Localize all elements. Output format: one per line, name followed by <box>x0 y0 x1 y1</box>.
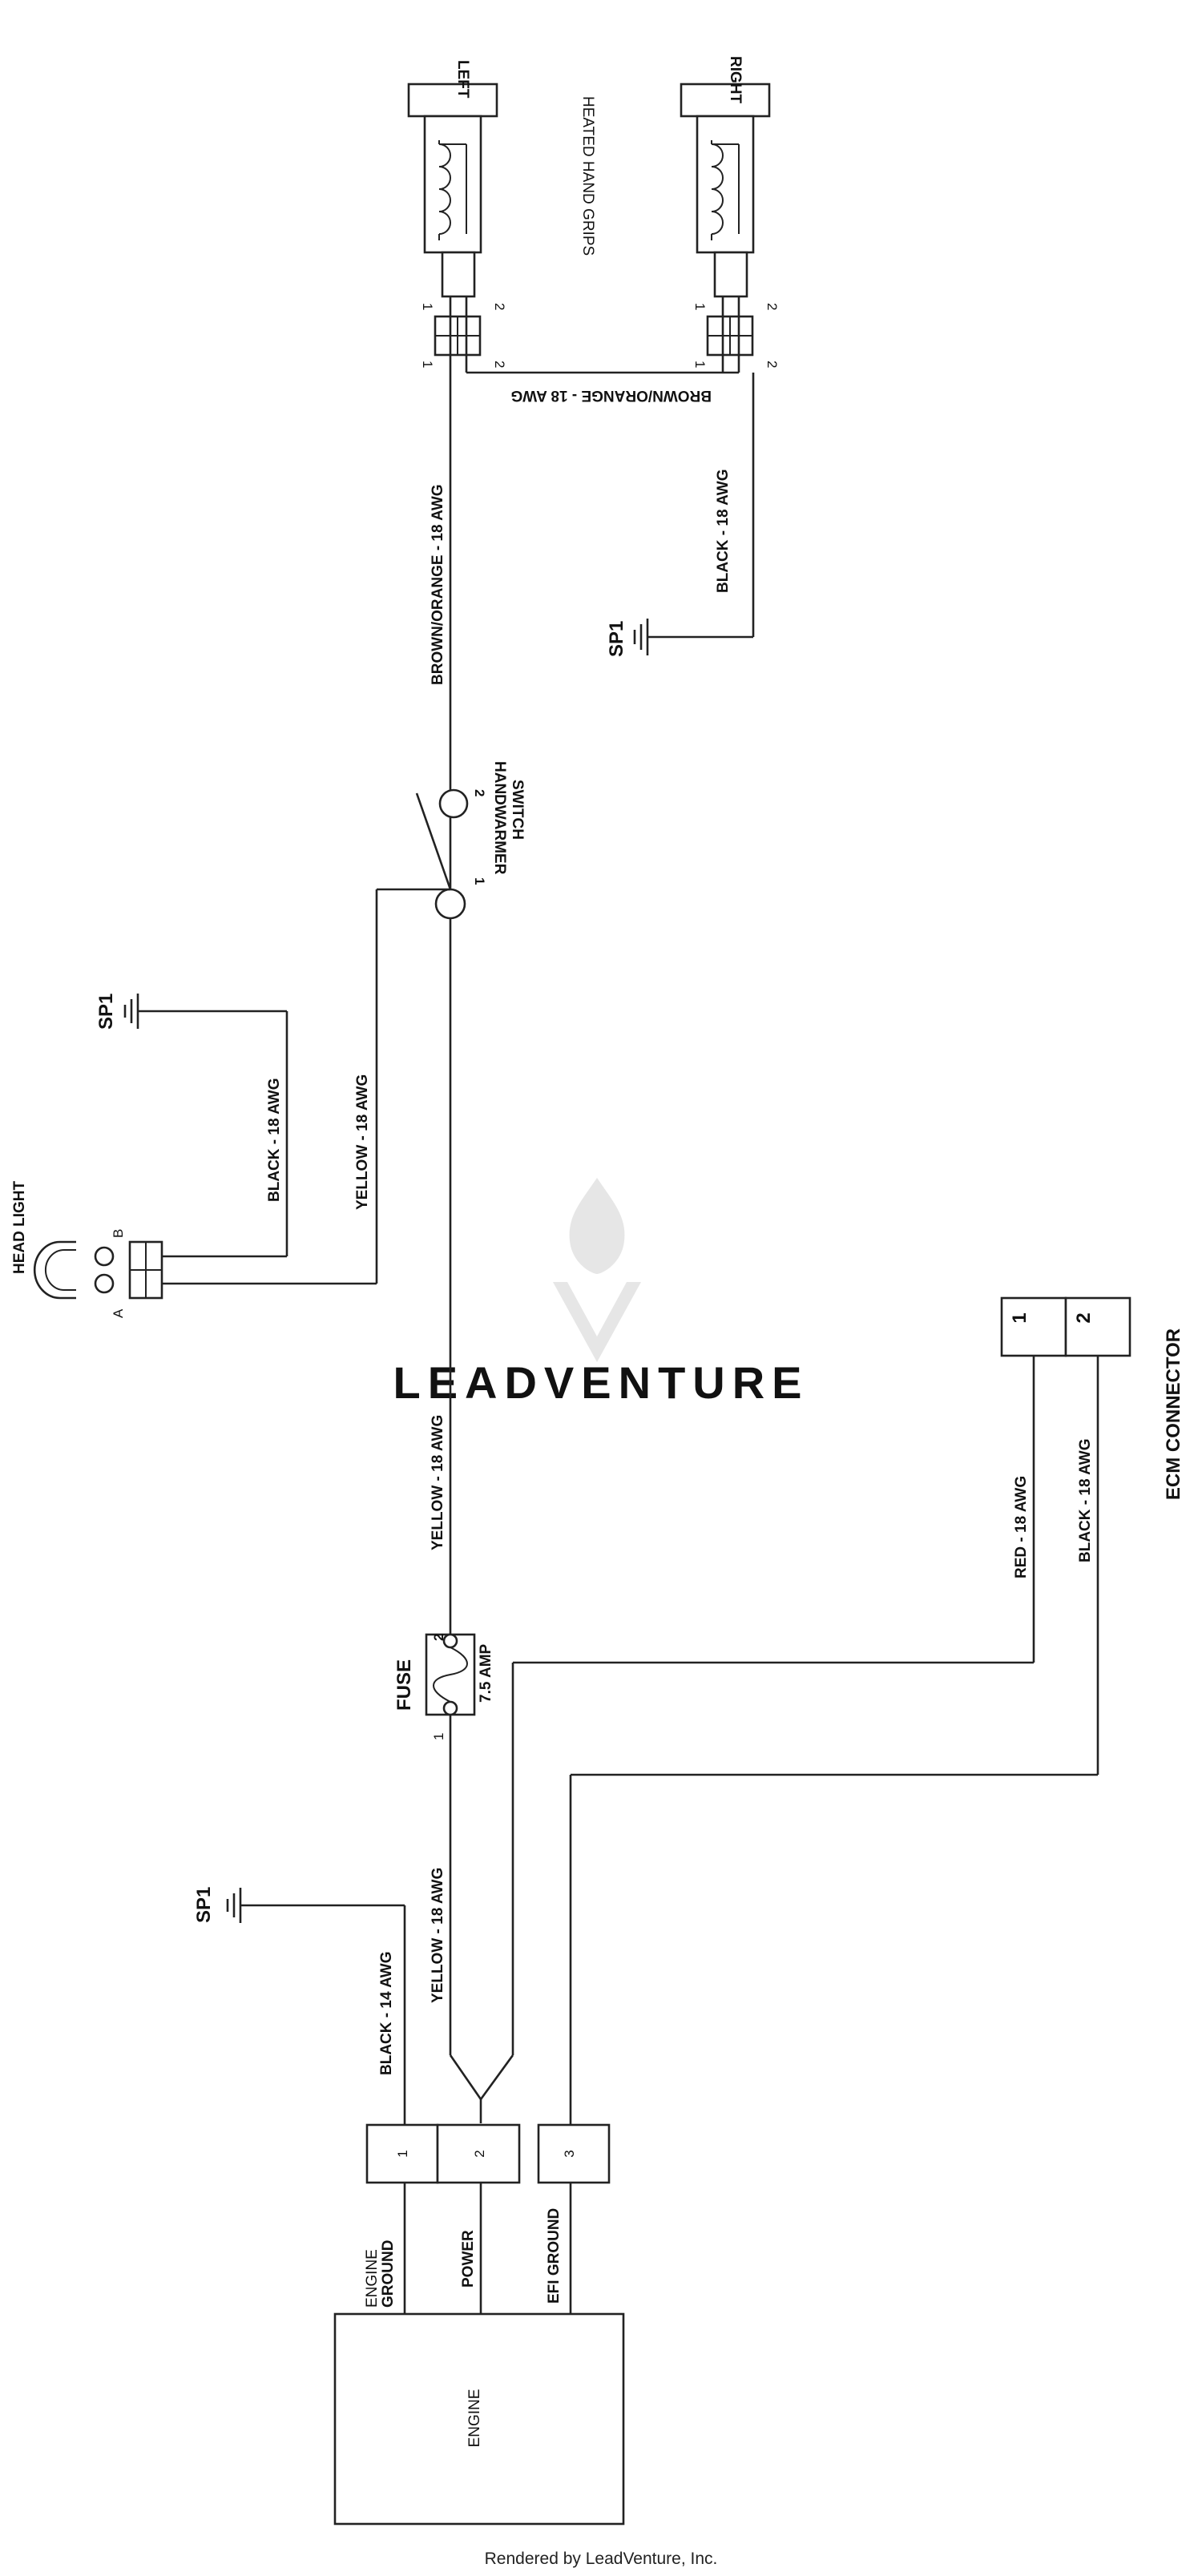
engine-conn-pin-3: 3 <box>562 2150 577 2157</box>
right-grip-label: RIGHT <box>727 56 744 104</box>
engine-label: ENGINE <box>466 2389 483 2448</box>
ecm-red-wire-label: RED - 18 AWG <box>1013 1476 1030 1578</box>
fuse-rating: 7.5 AMP <box>478 1643 494 1703</box>
grip-ground-wire-label: BLACK - 18 AWG <box>715 470 732 593</box>
head-light-black-wire-label: BLACK - 18 AWG <box>266 1078 283 1202</box>
grip-ground-label: SP1 <box>606 621 627 657</box>
engine-efi-ground-label: EFI GROUND <box>546 2208 563 2304</box>
fuse-pin-1: 1 <box>431 1733 446 1740</box>
fuse-label: FUSE <box>393 1659 415 1711</box>
ground-symbol-headlight <box>123 994 139 1029</box>
engine-side-wiring <box>240 1904 514 2155</box>
engine-yellow-wire-label: YELLOW - 18 AWG <box>430 1868 446 2003</box>
switch-pin-2: 2 <box>472 789 487 796</box>
left-grip-label: LEFT <box>454 60 471 99</box>
left-grip-pin-2-bottom: 2 <box>492 361 507 368</box>
engine-ground-label-line1: ENGINE <box>364 2249 381 2308</box>
switch-label-line2: SWITCH <box>509 780 526 840</box>
engine-block <box>333 2312 625 2526</box>
right-grip-pin-1-bottom: 1 <box>692 361 708 368</box>
engine-ground-sp1-label: SP1 <box>193 1887 215 1923</box>
watermark: LEADVENTURE <box>393 1178 809 1408</box>
head-light-label: HEAD LIGHT <box>11 1181 28 1275</box>
yellow-mid-wire-label: YELLOW - 18 AWG <box>430 1415 446 1550</box>
switch-pin-1: 1 <box>472 877 487 885</box>
fuse-pin-2: 2 <box>431 1634 446 1641</box>
ecm-pin-2: 2 <box>1073 1312 1095 1323</box>
head-light <box>33 888 450 1300</box>
main-brown-wire-label: BROWN/ORANGE - 18 AWG <box>430 484 446 685</box>
headlight-ground-label: SP1 <box>95 994 117 1030</box>
engine-black-wire-label: BLACK - 14 AWG <box>378 1952 395 2075</box>
ecm-pin-1: 1 <box>1009 1312 1031 1323</box>
engine-ground-label-line2: GROUND <box>380 2240 397 2308</box>
ecm-connector <box>511 1296 1131 2155</box>
ecm-connector-title: ECM CONNECTOR <box>1163 1328 1184 1500</box>
head-light-pin-a: A <box>111 1308 126 1318</box>
right-grip-pin-1-top: 1 <box>692 303 708 310</box>
engine-power-label: POWER <box>460 2230 477 2288</box>
right-grip-pin-2-top: 2 <box>764 303 780 310</box>
right-grip-pin-2-bottom: 2 <box>764 361 780 368</box>
handwarmer-switch <box>415 788 469 1635</box>
watermark-text: LEADVENTURE <box>393 1357 809 1408</box>
right-hand-grip <box>680 83 771 357</box>
engine-conn-pin-2: 2 <box>472 2150 487 2157</box>
engine-connector <box>365 2123 611 2314</box>
ground-symbol-engine <box>226 1888 242 1923</box>
left-grip-pin-1-top: 1 <box>420 303 435 310</box>
grip-cross-wire-label: BROWN/ORANGE - 18 AWG <box>510 387 712 404</box>
ground-symbol-grip <box>633 619 649 655</box>
fuse <box>425 1633 476 2055</box>
left-grip-pin-2-top: 2 <box>492 303 507 310</box>
switch-label-line1: HANDWARMER <box>491 761 508 875</box>
render-footer: Rendered by LeadVenture, Inc. <box>484 2550 718 2568</box>
head-light-yellow-wire-label: YELLOW - 18 AWG <box>354 1074 371 1210</box>
head-light-pin-b: B <box>111 1229 126 1238</box>
left-grip-pin-1-bottom: 1 <box>420 361 435 368</box>
heated-hand-grips-title: HEATED HAND GRIPS <box>579 96 596 256</box>
left-hand-grip <box>407 83 498 357</box>
engine-conn-pin-1: 1 <box>395 2150 410 2157</box>
leadventure-logo-icon <box>553 1178 641 1362</box>
ecm-black-wire-label: BLACK - 18 AWG <box>1077 1439 1094 1562</box>
